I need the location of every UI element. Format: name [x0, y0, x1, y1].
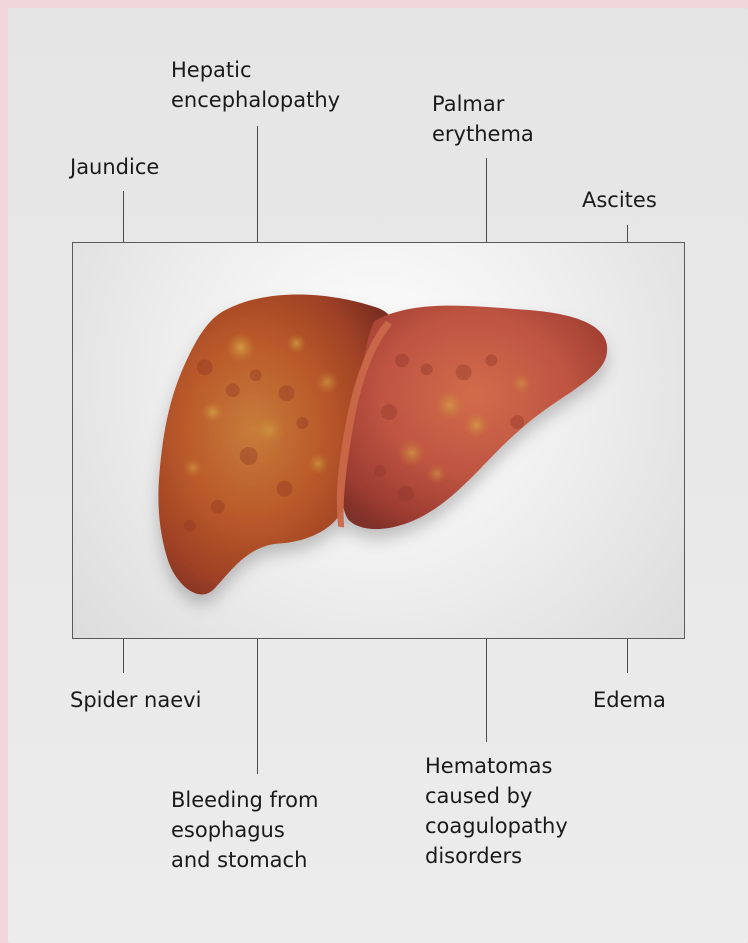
- connector-ascites: [627, 225, 628, 242]
- connector-bleeding: [257, 639, 258, 774]
- label-hematomas: Hematomas caused by coagulopathy disorde…: [425, 751, 568, 871]
- connector-hematomas: [486, 639, 487, 742]
- connector-spider-naevi: [123, 639, 124, 673]
- label-ascites: Ascites: [582, 185, 657, 215]
- connector-edema: [627, 639, 628, 673]
- label-spider-naevi: Spider naevi: [70, 685, 201, 715]
- liver-image: [72, 242, 685, 639]
- connector-palmar-erythema: [486, 158, 487, 242]
- label-edema: Edema: [593, 685, 666, 715]
- connector-jaundice: [123, 191, 124, 242]
- label-hepatic-encephalopathy: Hepatic encephalopathy: [171, 55, 340, 115]
- liver-shape: [158, 294, 607, 594]
- label-bleeding: Bleeding from esophagus and stomach: [171, 785, 318, 875]
- connector-hepatic-encephalopathy: [257, 126, 258, 242]
- label-palmar-erythema: Palmar erythema: [432, 89, 534, 149]
- liver-illustration: [73, 243, 684, 638]
- label-jaundice: Jaundice: [70, 152, 159, 182]
